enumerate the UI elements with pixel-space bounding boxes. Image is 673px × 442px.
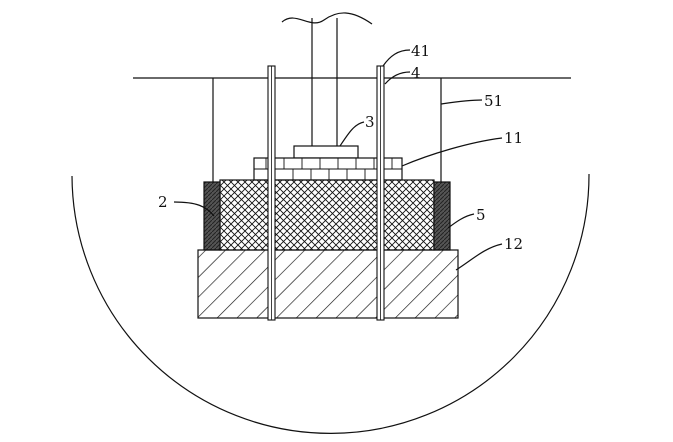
label-3: 3 <box>365 113 375 131</box>
leader-41 <box>382 49 411 67</box>
leader-5 <box>447 213 475 229</box>
label-5: 5 <box>476 206 486 224</box>
label-51: 51 <box>484 92 503 110</box>
hatched-base-block <box>197 249 459 319</box>
column-base <box>293 145 359 159</box>
leader-4 <box>384 71 411 85</box>
side-pad-left <box>203 181 221 251</box>
side-pad-right <box>433 181 451 251</box>
leader-3 <box>339 121 365 147</box>
leader-11 <box>401 137 503 167</box>
leader-51 <box>440 99 483 105</box>
excavation-arc <box>71 173 590 435</box>
crosshatched-block <box>219 179 435 251</box>
label-4: 4 <box>411 64 421 82</box>
label-12: 12 <box>504 235 523 253</box>
label-11: 11 <box>504 129 523 147</box>
rod-right <box>376 65 385 321</box>
leader-12 <box>455 243 503 271</box>
rod-left <box>267 65 276 321</box>
leader-2 <box>173 201 215 217</box>
column-break-wave <box>281 12 373 25</box>
label-41: 41 <box>411 42 430 60</box>
label-2: 2 <box>158 193 168 211</box>
